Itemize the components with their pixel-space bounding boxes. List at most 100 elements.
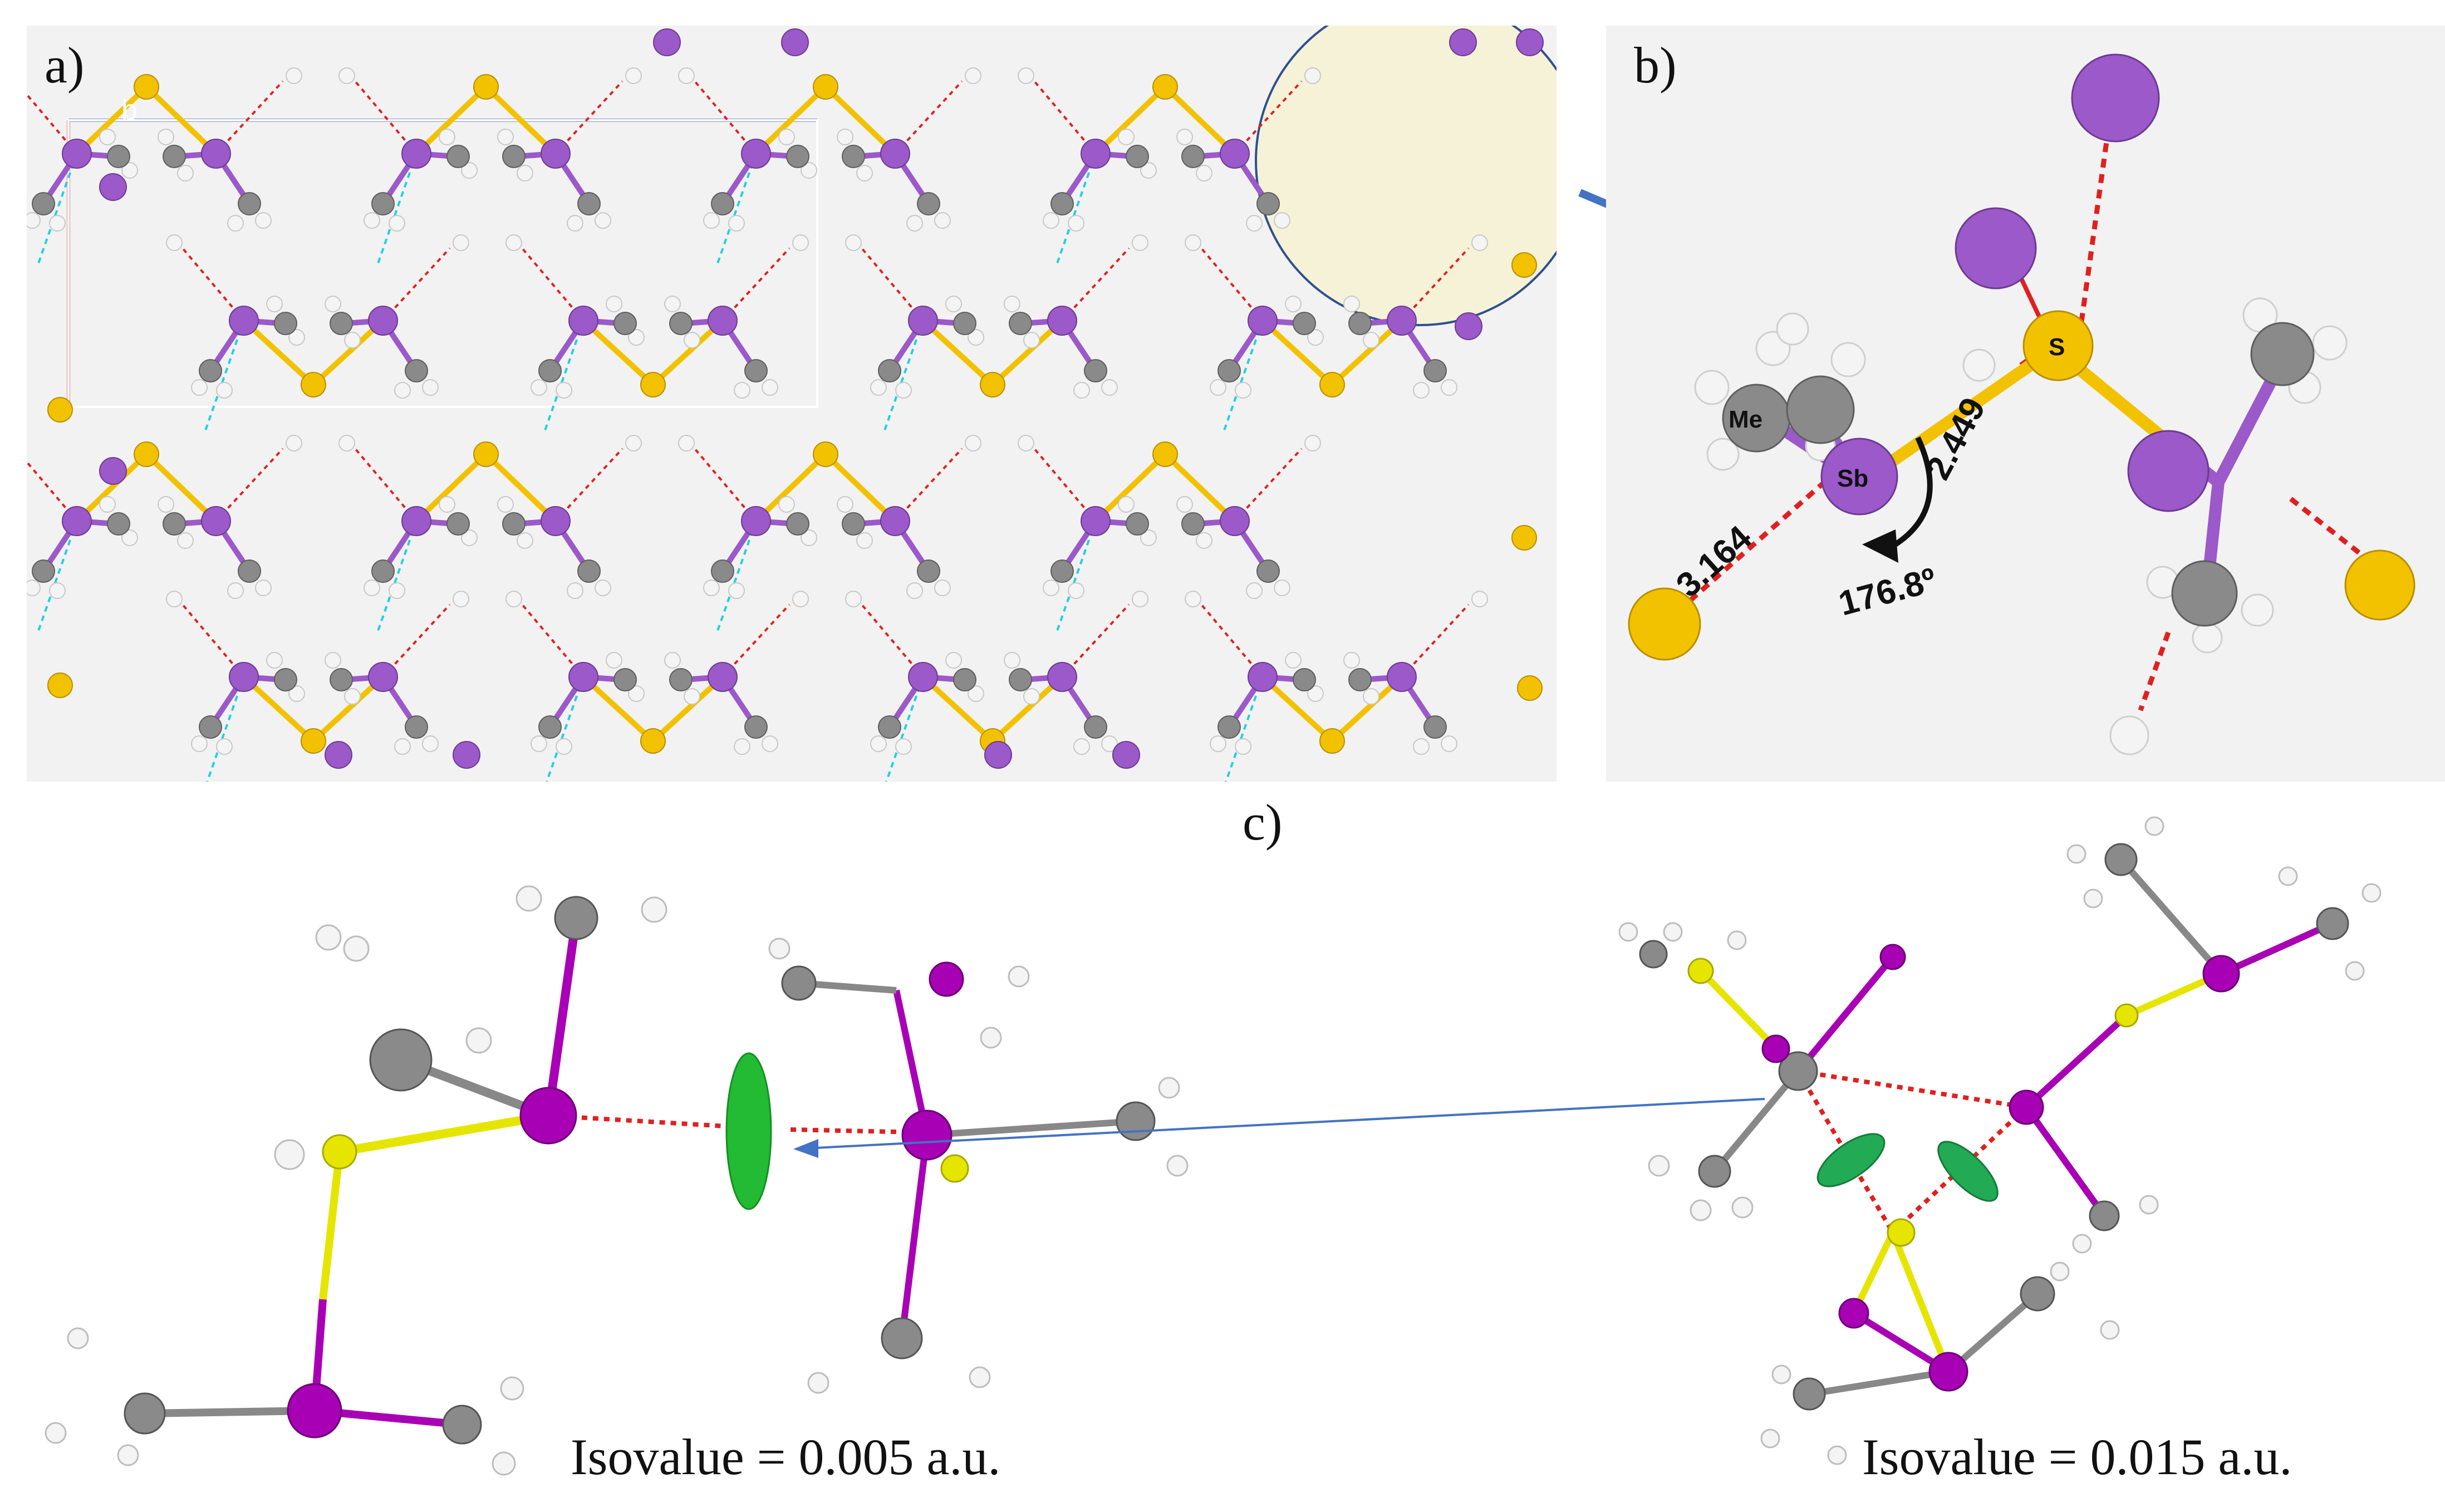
carbon-atom [371,192,395,215]
antimony-atom [908,662,938,692]
s-atom-label: S [2049,333,2065,361]
carbon-atom [953,312,976,335]
carbon-atom [669,312,693,335]
hydrogen-atom [1210,735,1226,752]
hydrogen-atom [1004,652,1020,669]
hydrogen-atom [1307,685,1324,702]
hydrogen-atom [906,582,923,599]
nci-surface-right-2 [1937,1141,1999,1202]
hydrogen-atom [965,435,981,451]
hydrogen-atom [703,580,720,596]
sb-s-bond [144,452,218,523]
hydrogen-atom [227,582,244,599]
hydrogen-atom [845,234,862,251]
sulfur-atom [640,728,666,754]
hydrogen-atom [595,212,611,229]
sb-s-bond [1260,318,1334,387]
antimony-atom [741,139,771,169]
hydrogen-atom [1413,382,1430,399]
hydrogen-atom [965,67,981,84]
sb-s-bond [1163,452,1237,523]
hydrogen-atom [1235,738,1251,755]
panel-c-nci-analysis: c) Isovalue = 0.005 a.u. Isovalue = 0.01… [0,782,2445,1512]
sb-s-bond [1163,85,1237,156]
hydrogen-atom [684,332,700,348]
hydrogen-atom [266,652,283,669]
contact-line [861,247,924,322]
hydrogen-atom [1343,296,1360,312]
carbon-atom [538,359,562,382]
sulfur-atom [301,372,326,397]
me-atom-label: Me [1729,406,1762,433]
hydrogen-atom [1471,234,1488,251]
contact-line [354,448,418,522]
antimony-atom [201,506,231,536]
hydrogen-atom [49,582,66,599]
carbon-atom [502,512,526,536]
contact-line [354,80,418,155]
hydrogen-atom [1118,129,1135,145]
sulfur-atom [1517,675,1543,701]
carbon-atom [238,559,261,583]
carbon-atom [405,715,428,739]
hydrogen-atom [1185,234,1201,251]
unit-cell-outline [67,119,818,408]
hydrogen-atom [1196,532,1212,549]
contact-line [1234,448,1303,522]
carbon-atom [1084,715,1107,739]
panel-a-crystal-packing: a) b [27,26,1557,782]
sb-s-bond [242,318,316,387]
hydrogen-atom [1018,67,1034,84]
hydrogen-atom [567,582,583,599]
hydrogen-atom [338,67,355,84]
hydrogen-atom [968,685,984,702]
antimony-atom [984,741,1012,769]
hydrogen-atom [845,591,862,607]
carbon-atom [1217,715,1241,739]
panel-c-label: c) [1243,794,1283,851]
contact-line [1401,247,1470,322]
hydrogen-atom [1023,688,1040,705]
antimony-atom [1387,306,1417,336]
hydrogen-atom [99,129,116,145]
sb-s-bond [990,675,1064,743]
hydrogen-atom [531,735,547,752]
carbon-atom [163,145,186,168]
hydrogen-atom [255,580,272,596]
sulfur-atom [134,441,159,467]
antimony-atom [568,306,598,336]
hydrogen-atom [191,379,208,396]
contact-line [554,448,623,522]
panel-b-label: b) [1634,37,1677,94]
sulfur-atom [980,372,1005,397]
sb-s-bond [1330,675,1404,743]
sb-s-bond [921,675,995,743]
hydrogen-atom [895,738,912,755]
carbon-atom [1423,715,1447,739]
carbon-atom [711,559,734,583]
contact-line [894,80,963,155]
hydrogen-atom [1004,296,1020,312]
hydrogen-atom [531,379,547,396]
antimony-atom [1081,139,1111,169]
carbon-atom [1348,668,1372,691]
hydrogen-atom [1101,379,1118,396]
hydrogen-atom [556,738,572,755]
antimony-atom [368,662,398,692]
contact-line [521,603,585,678]
sb-s-bond [581,318,655,387]
sb-s-bond [311,675,385,743]
contact-line [861,603,924,678]
hydrogen-atom [792,234,809,251]
carbon-atom [1256,559,1280,583]
hydrogen-atom [606,296,622,312]
antimony-atom [62,506,92,536]
sb-s-bond [484,85,558,156]
hydrogen-atom [1246,215,1263,232]
left-dimer [45,885,1189,1476]
hydrogen-atom [1140,162,1157,179]
hydrogen-atom [934,580,951,596]
antimony-atom [781,28,809,56]
carbon-atom [577,192,601,215]
carbon-atom [1348,312,1372,335]
